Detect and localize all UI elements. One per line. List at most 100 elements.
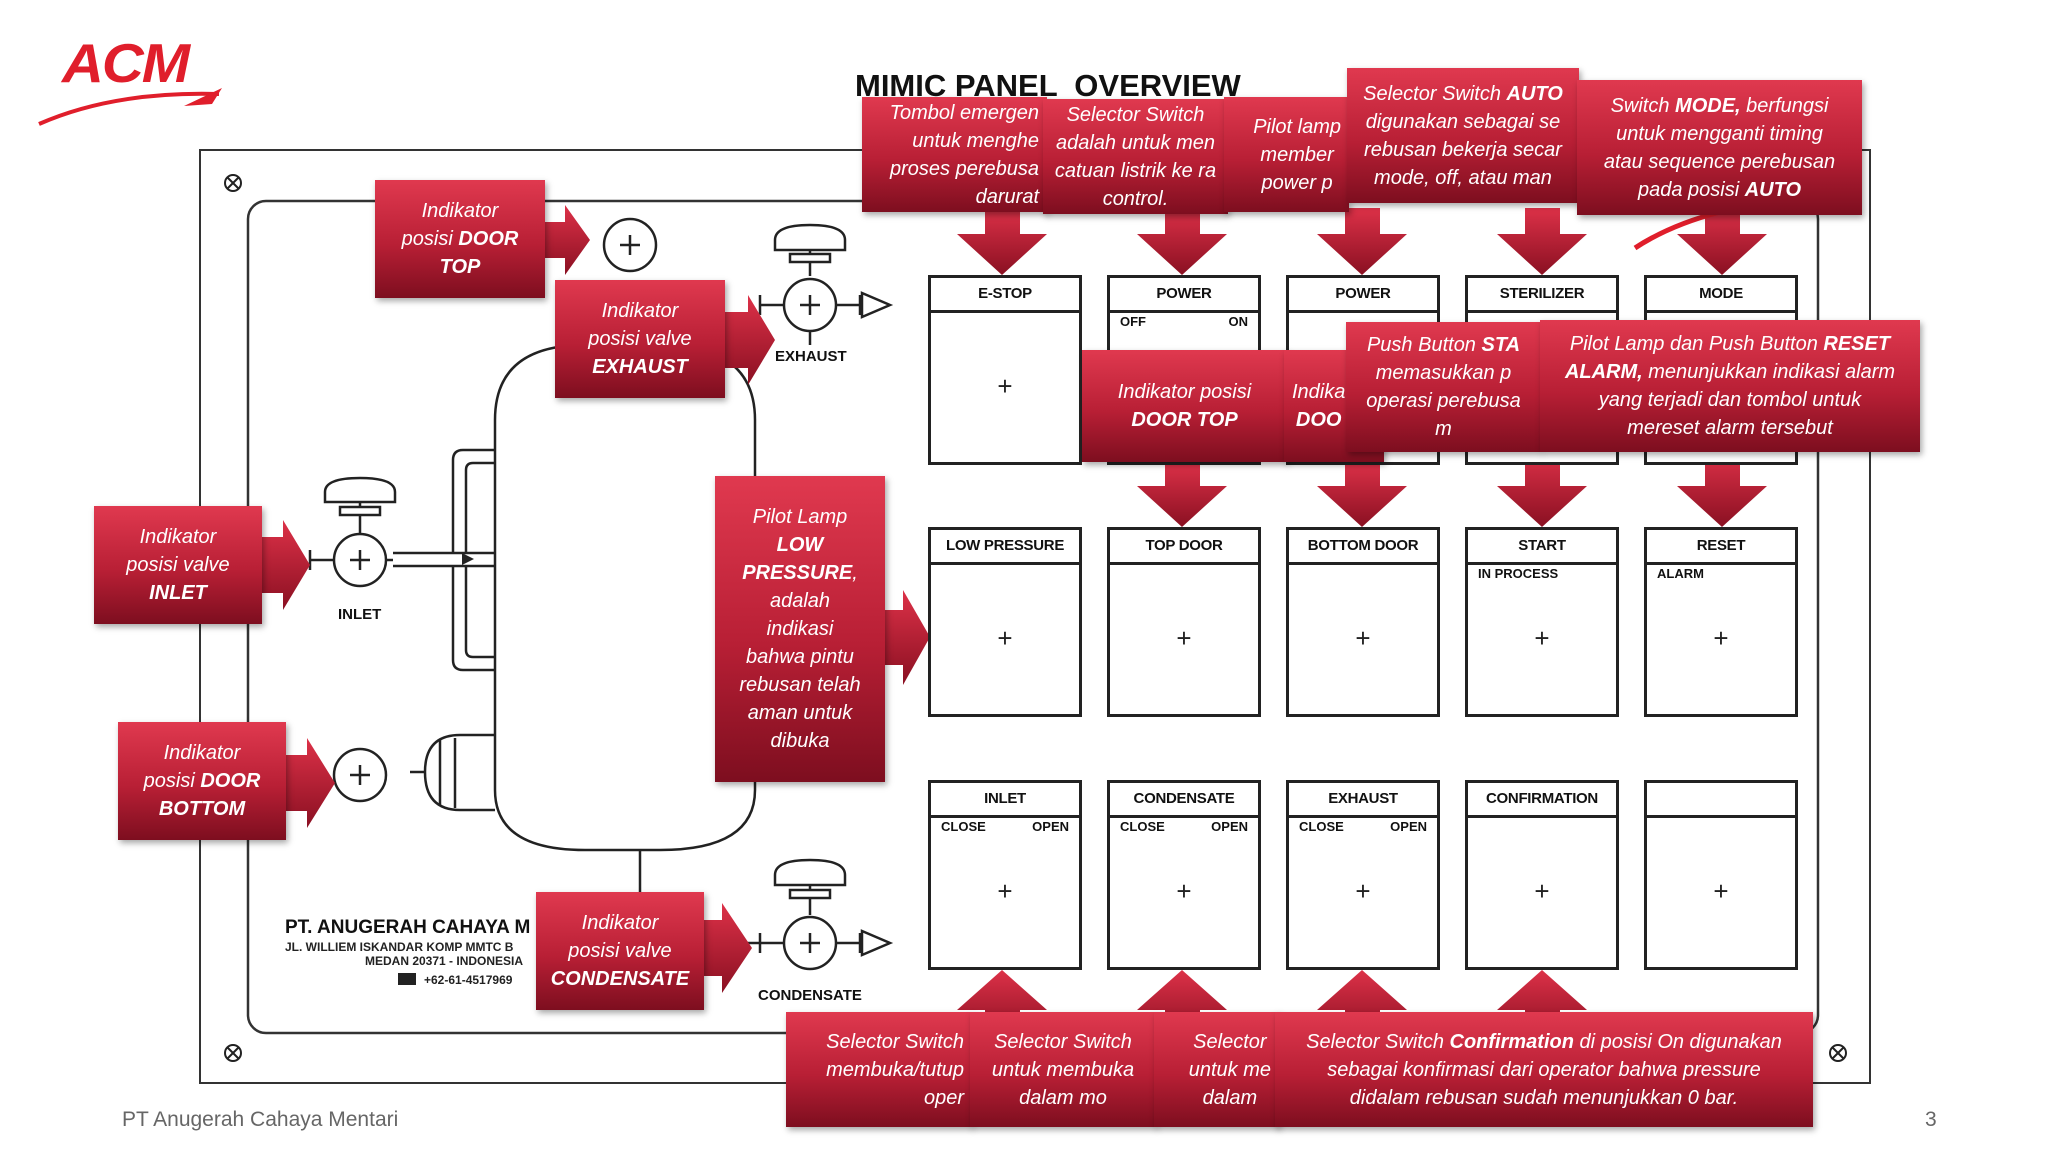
arrow-up-confirmation [1497, 970, 1587, 1040]
panel-lamp-plus-icon[interactable]: + [1534, 876, 1550, 906]
panel-box-right-label: OPEN [1032, 819, 1069, 834]
footer-company: PT Anugerah Cahaya Mentari [122, 1108, 399, 1131]
bottom-door [410, 733, 495, 812]
panel-box-label: RESET [1647, 530, 1795, 565]
panel-box-label: BOTTOM DOOR [1289, 530, 1437, 565]
arrow-right-door-top [545, 205, 590, 275]
panel-lamp-plus-icon[interactable]: + [997, 876, 1013, 906]
panel-box-top-door: TOP DOOR + [1107, 527, 1261, 717]
condensate-label: CONDENSATE [758, 987, 862, 1004]
panel-lamp-plus-icon[interactable]: + [1534, 623, 1550, 653]
panel-box-label: POWER [1110, 278, 1258, 313]
panel-lamp-plus-icon[interactable]: + [1713, 623, 1729, 653]
arrow-right-inlet [262, 520, 310, 610]
arrow-down-power-switch [1137, 208, 1227, 275]
panel-box-e-stop: E-STOP + [928, 275, 1082, 465]
panel-box-label: E-STOP [931, 278, 1079, 313]
panel-box-right-label: OPEN [1211, 819, 1248, 834]
valve-plus-icon [350, 295, 820, 953]
panel-box-label: CONDENSATE [1110, 783, 1258, 818]
panel-lamp-plus-icon[interactable]: + [997, 623, 1013, 653]
exhaust-label: EXHAUST [775, 348, 847, 365]
panel-box-label: CONFIRMATION [1468, 783, 1616, 818]
arrow-down-sterilizer [1497, 208, 1587, 275]
arrow-up-exhaust [1317, 970, 1407, 1040]
panel-box-left-label: IN PROCESS [1478, 566, 1559, 581]
page-number: 3 [1925, 1108, 1937, 1131]
arrow-right-low-pressure [885, 590, 930, 685]
panel-box-blank: + [1644, 780, 1798, 970]
panel-box-left-label: CLOSE [941, 819, 986, 834]
arrow-down-start [1497, 452, 1587, 527]
inlet-label: INLET [338, 606, 382, 623]
phone-icon [398, 973, 416, 985]
callout-text: Selector Switch Confirmation di posisi O… [1306, 1030, 1782, 1109]
arrow-right-condensate [702, 903, 752, 993]
panel-box-label: LOW PRESSURE [931, 530, 1079, 565]
panel-box-confirmation: CONFIRMATION + [1465, 780, 1619, 970]
inlet-piping [393, 448, 495, 672]
panel-box-label: POWER [1289, 278, 1437, 313]
panel-lamp-plus-icon[interactable]: + [1355, 623, 1371, 653]
arrow-down-reset [1677, 452, 1767, 527]
company-address-line1: JL. WILLIEM ISKANDAR KOMP MMTC B [285, 940, 514, 954]
arrow-up-condensate [1137, 970, 1227, 1040]
arrow-down-door-top [1137, 462, 1227, 527]
panel-box-bottom-door: BOTTOM DOOR + [1286, 527, 1440, 717]
acm-logo-text: ACM [62, 32, 190, 95]
panel-box-right-label: ON [1228, 314, 1249, 329]
arrow-down-mode [1677, 208, 1767, 275]
panel-lamp-plus-icon[interactable]: + [1713, 876, 1729, 906]
panel-box-label [1647, 783, 1795, 818]
panel-lamp-plus-icon[interactable]: + [1176, 623, 1192, 653]
panel-box-left-label: CLOSE [1120, 819, 1165, 834]
panel-box-label: TOP DOOR [1110, 530, 1258, 565]
panel-box-left-label: CLOSE [1299, 819, 1344, 834]
panel-lamp-plus-icon[interactable]: + [1176, 876, 1192, 906]
panel-box-right-label: OPEN [1390, 819, 1427, 834]
door-bottom-indicator-icon [332, 747, 388, 803]
panel-box-left-label: ALARM [1657, 566, 1704, 581]
panel-lamp-plus-icon[interactable]: + [1355, 876, 1371, 906]
panel-box-label: MODE [1647, 278, 1795, 313]
company-phone: +62-61-4517969 [424, 973, 513, 987]
panel-box-label: START [1468, 530, 1616, 565]
valve-exhaust-icon [758, 223, 894, 345]
panel-lamp-plus-icon[interactable]: + [997, 371, 1013, 401]
door-top-indicator-icon [602, 217, 658, 273]
panel-box-left-label: OFF [1120, 314, 1146, 329]
arrow-down-estop [957, 208, 1047, 275]
flow-arrow-icon [462, 553, 474, 565]
callout-confirmation: Selector Switch Confirmation di posisi O… [1275, 1012, 1813, 1127]
arrow-right-door-bottom [285, 738, 335, 828]
arrow-down-power-lamp [1317, 208, 1407, 275]
